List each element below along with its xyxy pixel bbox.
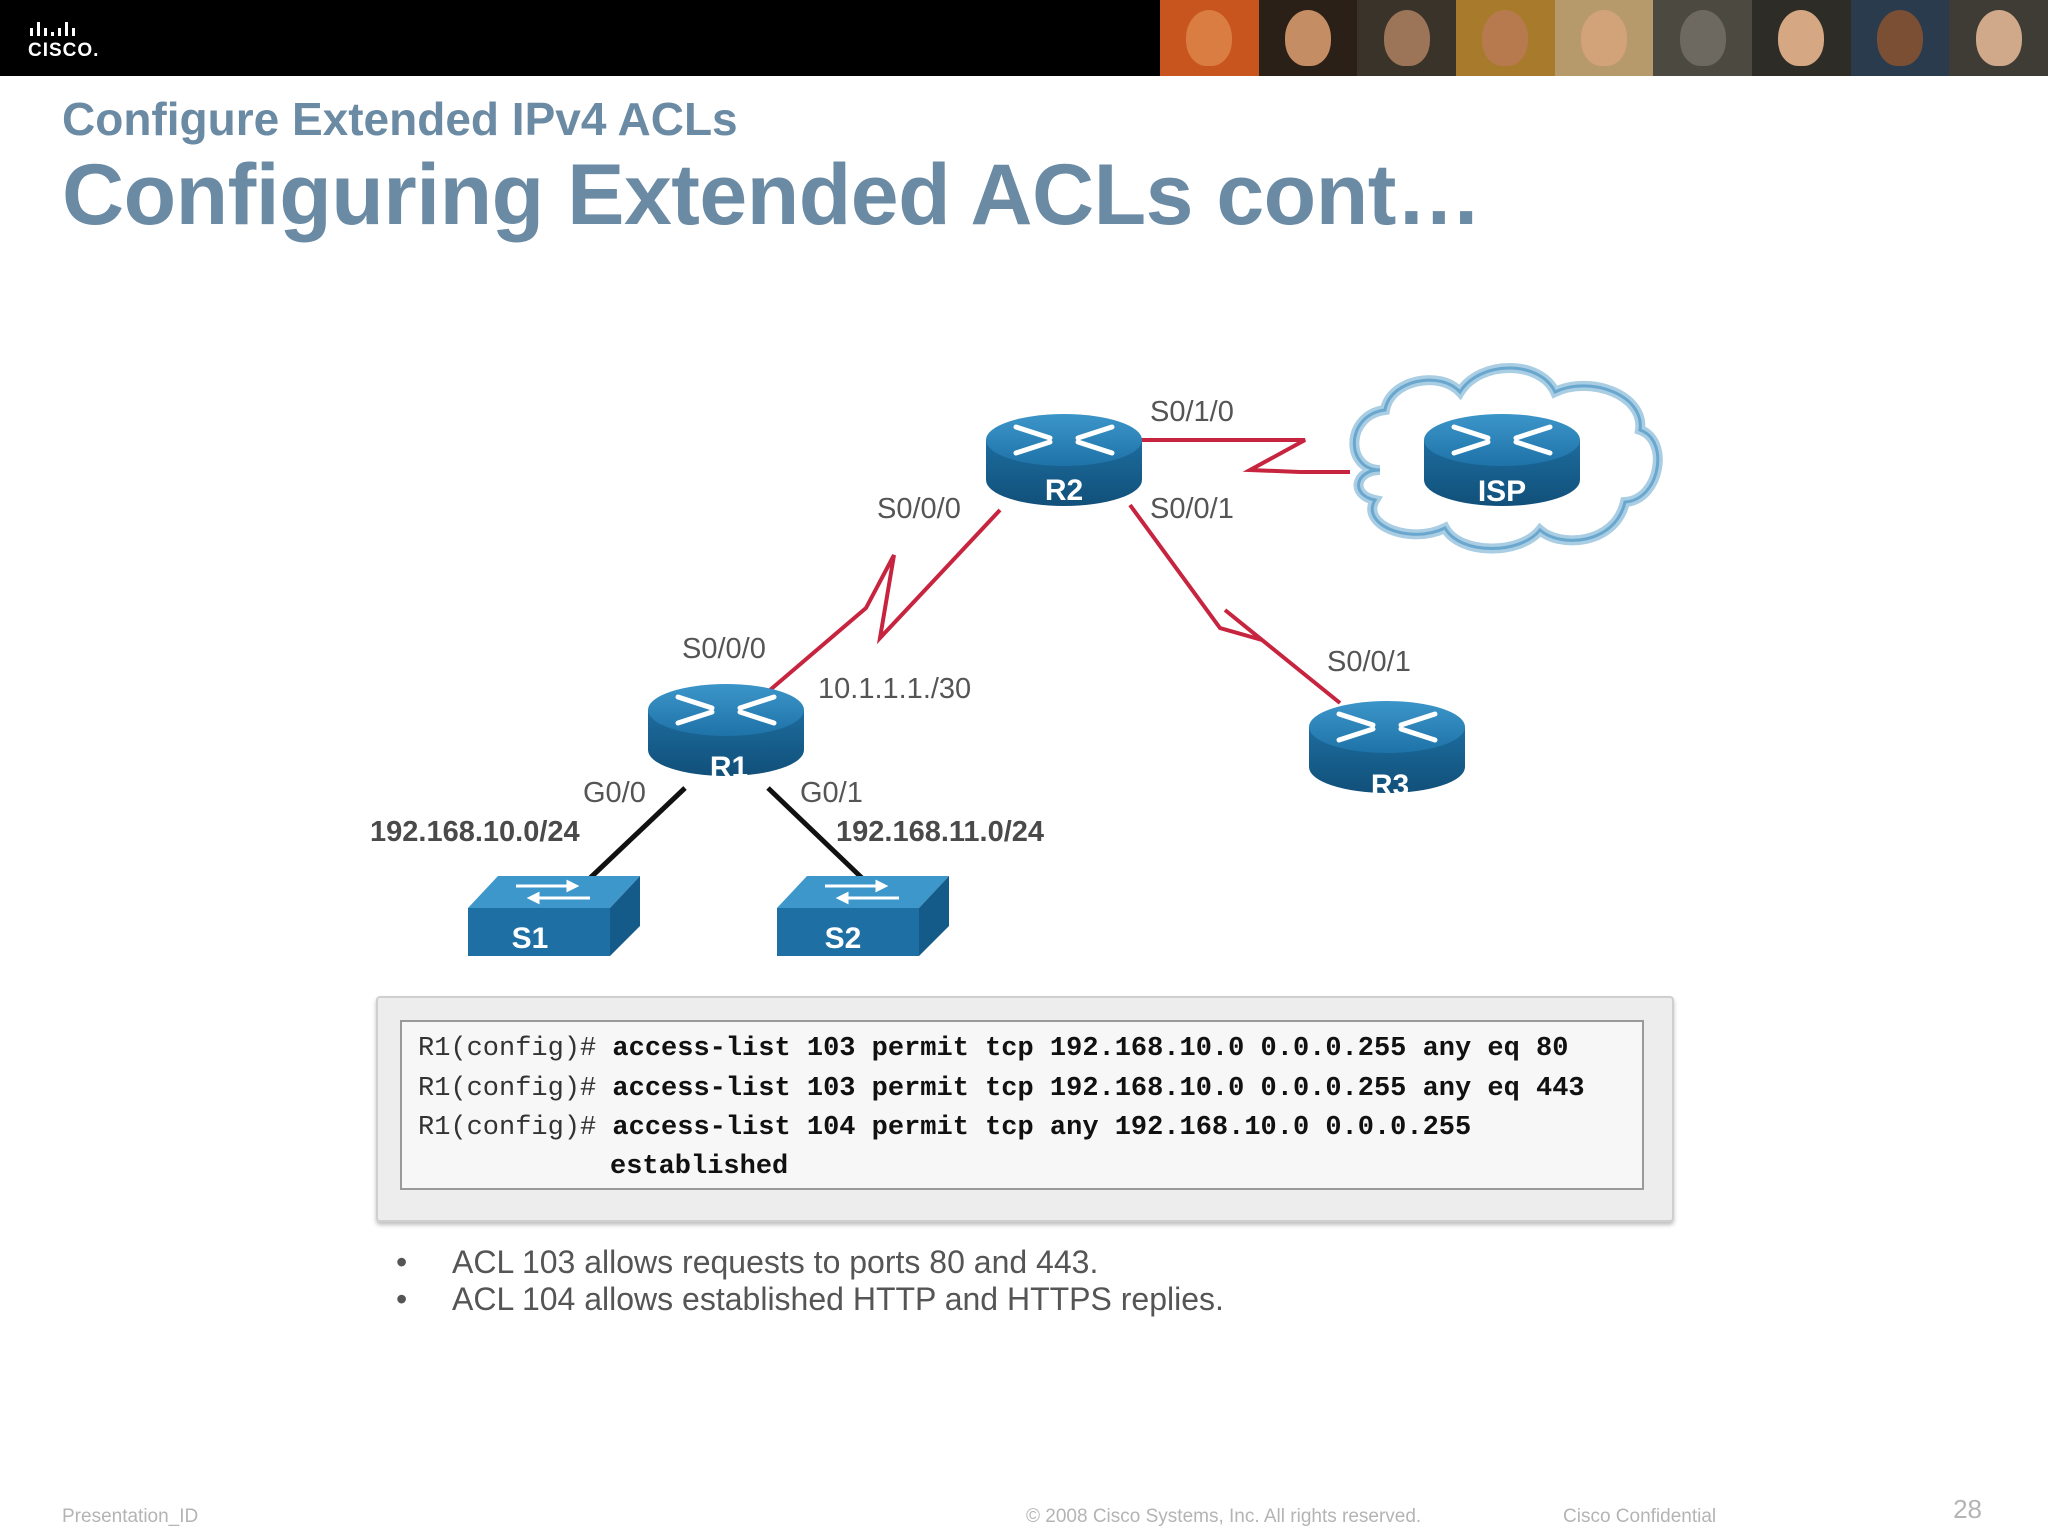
footer-presentation-id: Presentation_ID <box>62 1506 199 1527</box>
config-line: R1(config)# access-list 104 permit tcp a… <box>418 1113 1471 1151</box>
router-r3-icon[interactable]: R3 <box>1309 701 1465 802</box>
link-r2-isp <box>1138 438 1350 474</box>
footer-copyright: © 2008 Cisco Systems, Inc. All rights re… <box>1026 1506 1422 1527</box>
router-r2-label: R2 <box>1045 474 1083 507</box>
r1-g00-label: G0/0 <box>583 777 646 809</box>
link-r1-r2 <box>768 508 1002 692</box>
switch-s2-label: S2 <box>825 922 862 955</box>
ethernet-links <box>586 786 864 882</box>
config-prompt: R1(config)# <box>418 1074 597 1104</box>
cisco-logo-text: CISCO. <box>28 40 100 61</box>
header-bar: CISCO. <box>0 0 2048 76</box>
config-box: R1(config)# access-list 103 permit tcp 1… <box>376 996 1674 1222</box>
lan1-network-label: 192.168.10.0/24 <box>370 816 580 848</box>
footer-confidential: Cisco Confidential <box>1563 1506 1717 1527</box>
router-isp-label: ISP <box>1478 475 1526 508</box>
bullet-text: ACL 104 allows established HTTP and HTTP… <box>452 1281 1224 1317</box>
config-command: access-list 103 permit tcp 192.168.10.0 … <box>596 1074 1585 1104</box>
router-r3-label: R3 <box>1371 769 1409 802</box>
link-r1-s1 <box>586 786 687 882</box>
r1-ip-label: 10.1.1.1./30 <box>818 673 971 705</box>
router-isp-icon[interactable]: ISP <box>1424 414 1580 508</box>
config-command: established <box>610 1152 789 1182</box>
config-box-inner: R1(config)# access-list 103 permit tcp 1… <box>400 1020 1644 1190</box>
network-topology-diagram: R2 ISP R1 R3 <box>370 363 1663 956</box>
slide-title: Configuring Extended ACLs cont… <box>62 147 1482 243</box>
cisco-logo: CISCO. <box>28 14 128 64</box>
bullet-text: ACL 103 allows requests to ports 80 and … <box>452 1244 1099 1280</box>
config-line: R1(config)# access-list 103 permit tcp 1… <box>418 1074 1585 1112</box>
switch-s1-label: S1 <box>512 922 549 955</box>
router-r1-label: R1 <box>710 751 748 784</box>
slide-subtitle: Configure Extended IPv4 ACLs <box>62 93 738 145</box>
page-number: 28 <box>1953 1494 1982 1524</box>
config-line: R1(config)# access-list 103 permit tcp 1… <box>418 1034 1568 1072</box>
header-photo-strip <box>1160 0 2048 76</box>
config-prompt: R1(config)# <box>418 1034 597 1064</box>
bullet-dot-icon: • <box>396 1244 408 1280</box>
r1-s000-label: S0/0/0 <box>682 633 766 665</box>
link-r1-s2 <box>766 786 864 880</box>
config-line: established <box>610 1152 788 1190</box>
router-r2-icon[interactable]: R2 <box>986 414 1142 507</box>
cisco-logo-bars-icon <box>30 14 128 36</box>
config-command: access-list 103 permit tcp 192.168.10.0 … <box>596 1034 1569 1064</box>
r3-s001-label: S0/0/1 <box>1327 646 1411 678</box>
router-r1-icon[interactable]: R1 <box>648 684 804 784</box>
link-r2-r3 <box>1128 503 1342 705</box>
switch-s2-icon[interactable]: S2 <box>777 876 949 956</box>
r2-s001-label: S0/0/1 <box>1150 493 1234 525</box>
bullet-dot-icon: • <box>396 1281 408 1317</box>
r2-s000-label: S0/0/0 <box>877 493 961 525</box>
r2-s010-label: S0/1/0 <box>1150 396 1234 428</box>
serial-links <box>768 438 1350 705</box>
config-command: access-list 104 permit tcp any 192.168.1… <box>596 1113 1472 1143</box>
switch-s1-icon[interactable]: S1 <box>468 876 640 956</box>
lan2-network-label: 192.168.11.0/24 <box>836 816 1044 848</box>
config-prompt: R1(config)# <box>418 1113 597 1143</box>
r1-g01-label: G0/1 <box>800 777 863 809</box>
